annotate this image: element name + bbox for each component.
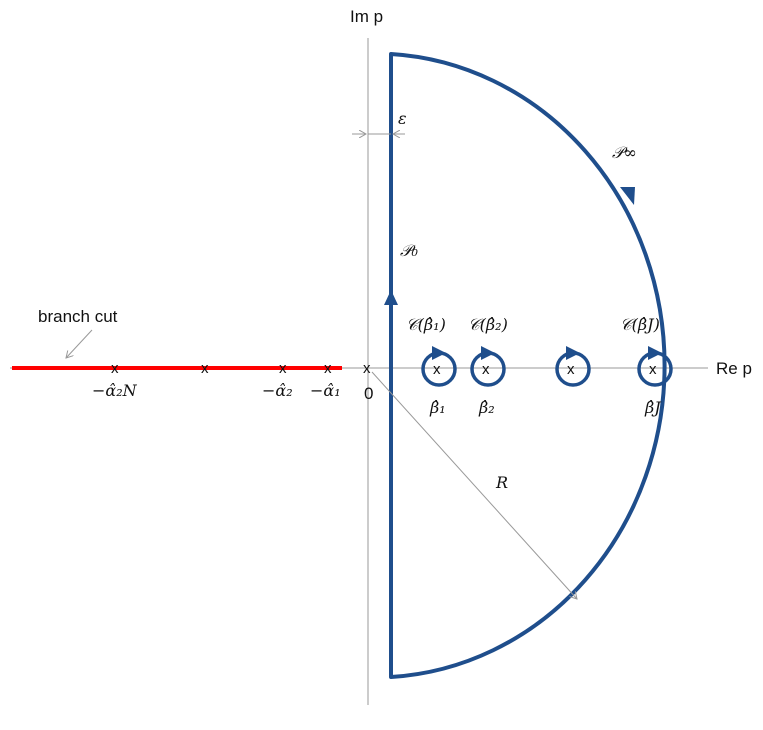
pole-loop: x: [637, 346, 673, 387]
epsilon-label: ε: [398, 109, 407, 128]
branch-point-mark: x: [201, 360, 209, 377]
pole-point-label: β̂₂: [478, 398, 495, 417]
p0-arrow: [384, 290, 398, 305]
branch-point-label: −α̂₂: [262, 381, 293, 400]
imaginary-axis-label: Im p: [350, 7, 383, 26]
closed-contour: [389, 52, 667, 679]
pole-loop: x: [470, 346, 506, 387]
p0-label: 𝒫₀: [400, 241, 419, 260]
pole-loop: x: [555, 346, 591, 387]
svg-text:x: x: [482, 361, 490, 378]
pole-point-label: β̂₁: [429, 398, 446, 417]
pole-contour-label: 𝒞(β̂₁): [406, 315, 446, 334]
branch-point-mark: x: [324, 360, 332, 377]
real-axis-label: Re p: [716, 359, 752, 378]
branch-cut-label: branch cut: [38, 307, 118, 326]
pinf-label: 𝒫∞: [612, 143, 637, 162]
origin-mark: x: [363, 360, 371, 377]
branch-cut-pointer: [66, 329, 93, 358]
branch-point-mark: x: [111, 360, 119, 377]
origin-label: 0: [364, 384, 373, 403]
pole-contour-label: 𝒞(β̂J): [620, 315, 660, 334]
pole-contour-label: 𝒞(β̂₂): [468, 315, 508, 334]
svg-text:x: x: [433, 361, 441, 378]
branch-point-label: −α̂₂N: [92, 381, 138, 400]
radius-label: R: [495, 473, 508, 492]
svg-text:x: x: [649, 361, 657, 378]
pinf-arrow: [620, 187, 635, 205]
svg-text:x: x: [567, 361, 575, 378]
radius-line: [371, 371, 577, 599]
branch-point-label: −α̂₁: [310, 381, 341, 400]
pole-point-label: β̂J: [644, 398, 662, 417]
branch-point-mark: x: [279, 360, 287, 377]
pole-loop: x: [421, 346, 457, 387]
